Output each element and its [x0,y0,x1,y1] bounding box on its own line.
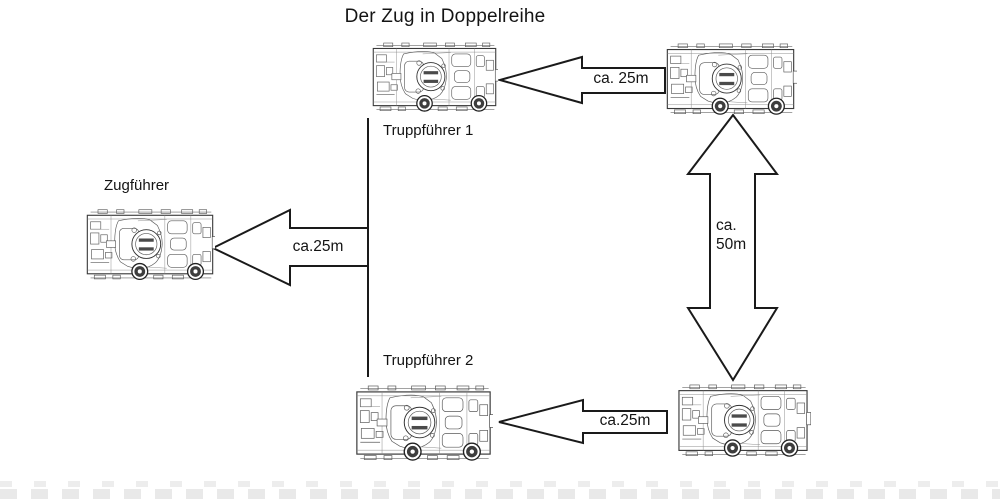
tank-top-view-icon [86,209,215,281]
distance-label-vertical-line1: ca. [716,217,737,234]
label-zugfuehrer: Zugführer [104,177,170,194]
block-arrow-left-top-icon [496,55,666,105]
vehicle-truppfuehrer-2 [356,385,493,461]
distance-label-top: ca. 25m [593,70,649,87]
vehicle-zugfuehrer [86,209,215,281]
tank-top-view-icon [678,384,811,457]
distance-label-vertical-line2: 50m [716,236,747,253]
block-arrow-left-middle-icon [210,208,369,287]
page-title: Der Zug in Doppelreihe [344,6,546,27]
vehicle-truppfuehrer-1 [372,42,498,112]
label-truppfuehrer-2: Truppführer 2 [383,352,474,369]
vehicle-top-right [666,43,797,115]
scan-artifact-row-2 [0,489,1000,499]
tank-top-view-icon [666,43,797,115]
distance-label-bottom: ca.25m [599,412,651,429]
scan-artifact-row-1 [0,481,1000,487]
tank-top-view-icon [356,385,493,461]
label-truppfuehrer-1: Truppführer 1 [383,122,474,139]
block-arrow-double-vertical-icon [685,113,779,382]
tank-top-view-icon [372,42,498,112]
vehicle-bottom-right [678,384,811,457]
distance-label-middle: ca.25m [292,238,344,255]
block-arrow-left-bottom-icon [498,398,668,445]
distance-label-vertical: ca. 50m [716,216,762,254]
